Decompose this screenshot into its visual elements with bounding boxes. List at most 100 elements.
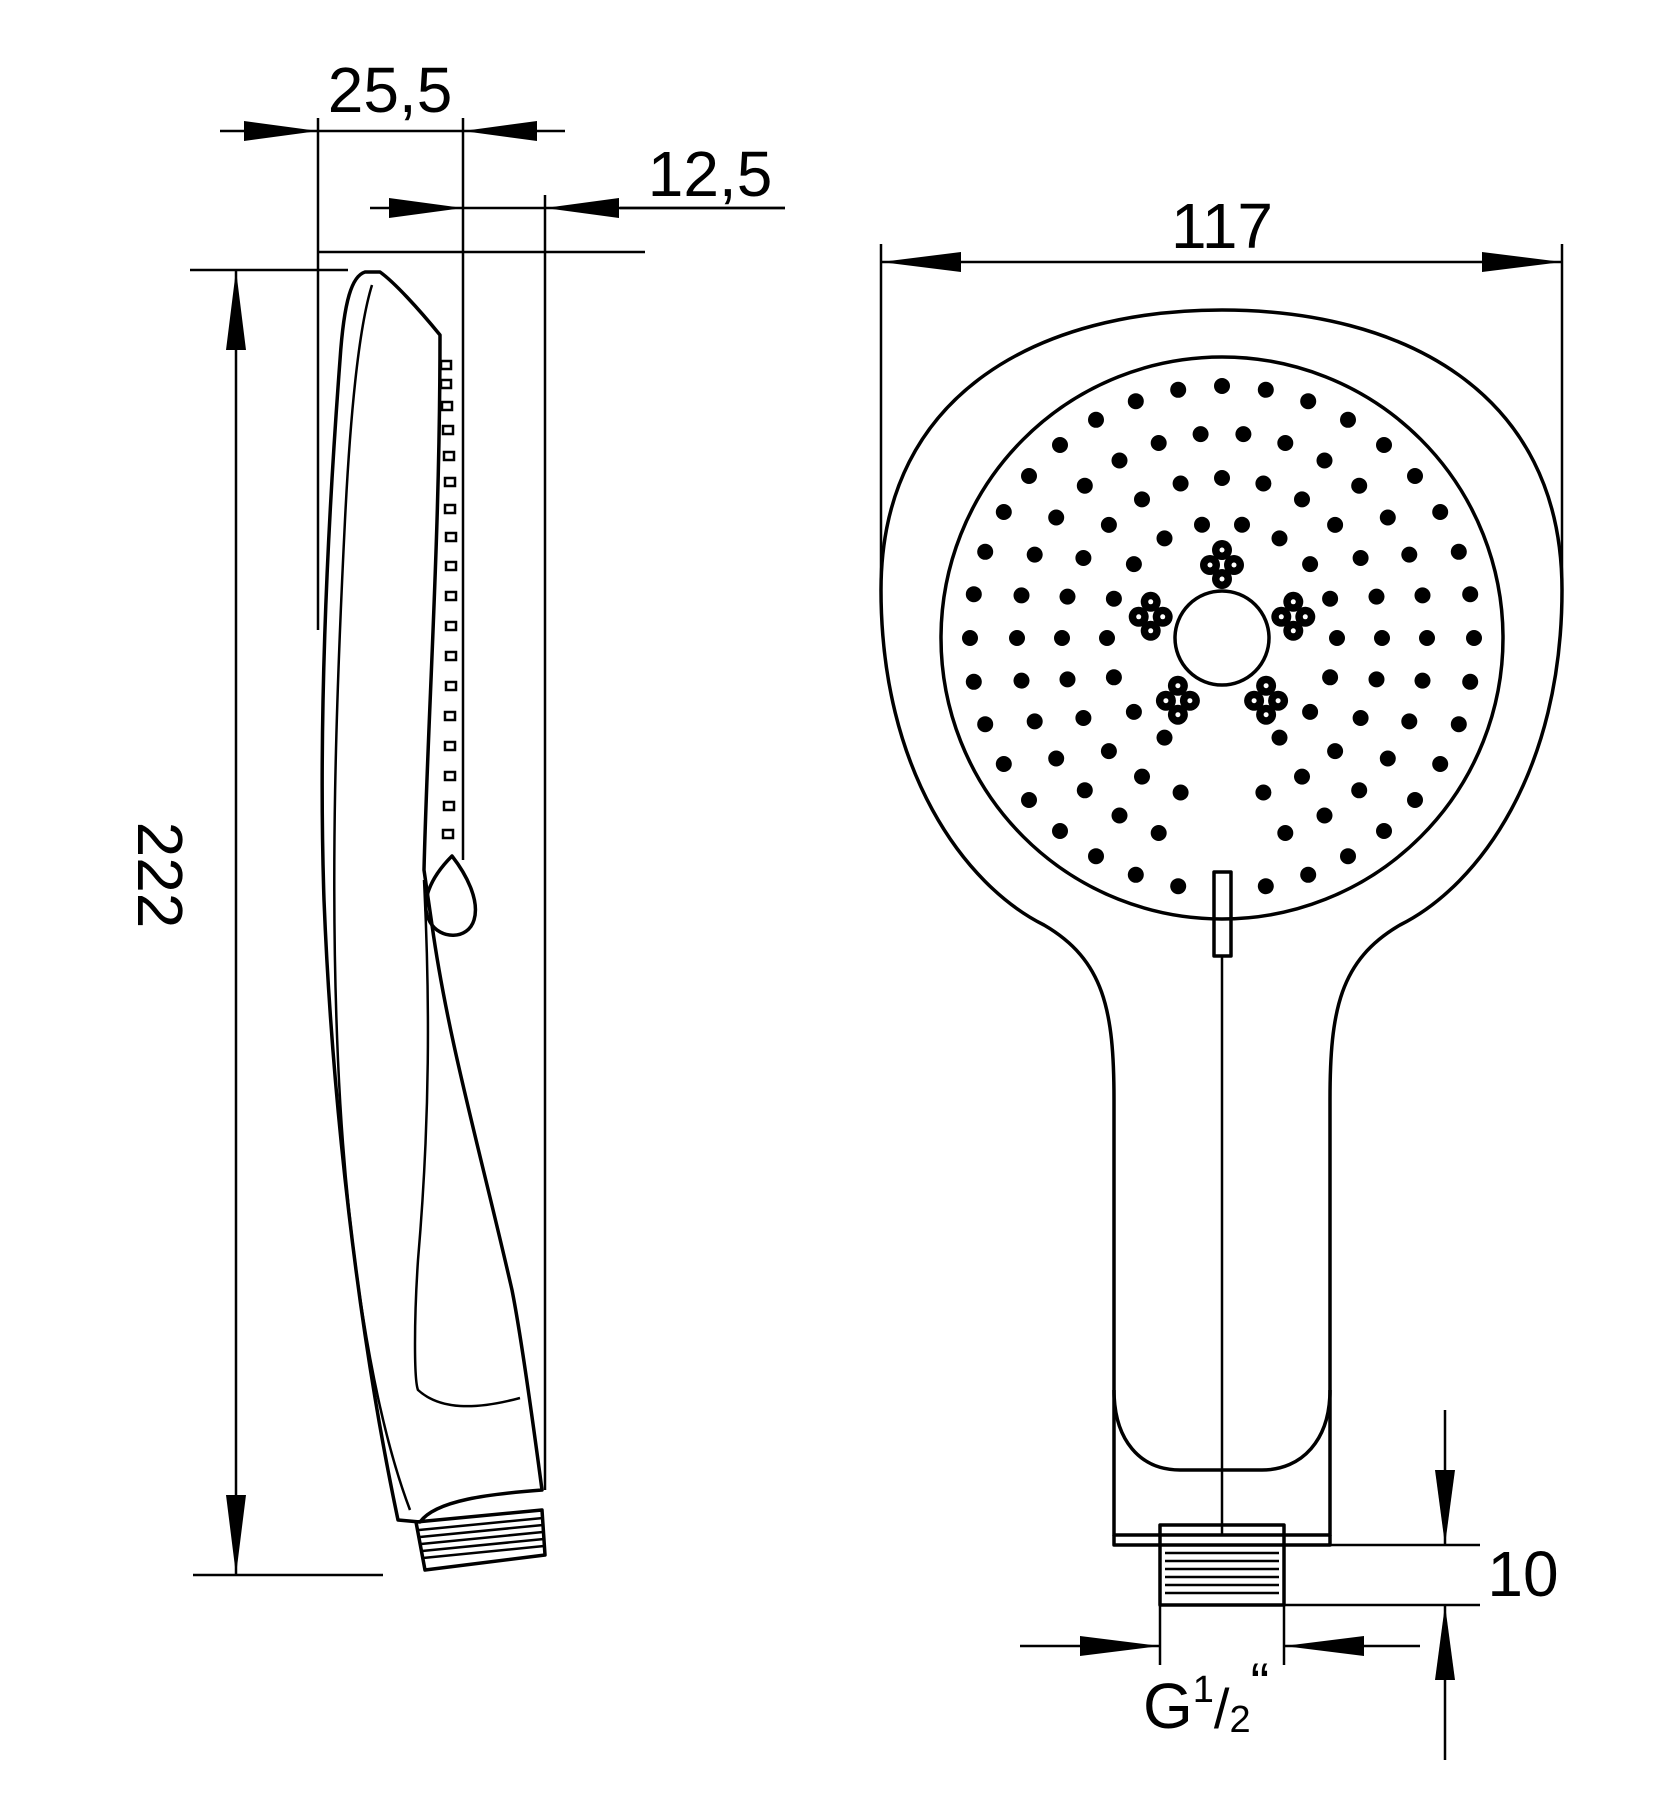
nozzle <box>1048 750 1065 767</box>
cluster-nozzle-centre <box>1263 683 1269 689</box>
nozzle <box>1013 587 1030 604</box>
nozzle <box>1300 866 1317 883</box>
dimension-thread-length-label: 10 <box>1487 1538 1558 1610</box>
nozzle <box>1156 729 1173 746</box>
cluster-nozzle-centre <box>1231 562 1237 568</box>
nozzle <box>1322 590 1339 607</box>
nozzle <box>1021 468 1037 484</box>
nozzle <box>1351 477 1368 494</box>
nozzle <box>1407 792 1423 808</box>
nozzle <box>1099 630 1115 646</box>
nozzle <box>1021 792 1037 808</box>
nozzle <box>1351 782 1368 799</box>
nozzle <box>1316 807 1333 824</box>
nozzle <box>1156 530 1173 547</box>
nozzle <box>1111 452 1128 469</box>
nozzle <box>995 756 1012 772</box>
nozzle <box>1379 509 1396 526</box>
nozzle <box>1026 713 1043 730</box>
nozzle <box>1257 381 1274 398</box>
nozzle <box>1432 756 1449 772</box>
nozzle <box>965 586 982 603</box>
nozzle <box>1271 729 1288 746</box>
nozzle <box>1127 393 1144 410</box>
nozzle <box>995 504 1012 520</box>
nozzle <box>977 543 994 560</box>
front-thread <box>1112 1523 1332 1607</box>
cluster-nozzle-centre <box>1175 712 1181 718</box>
cluster-nozzle-centre <box>1251 698 1257 704</box>
nozzle <box>1105 590 1122 607</box>
side-button-drop <box>424 854 478 937</box>
cluster-nozzle-centre <box>1263 712 1269 718</box>
side-grip-curve <box>413 879 521 1408</box>
nozzle <box>1462 586 1479 603</box>
nozzle <box>1052 823 1068 839</box>
handle-inner-contour <box>1112 1389 1332 1472</box>
dimension-height-label: 222 <box>124 822 196 929</box>
nozzle <box>1134 491 1150 508</box>
side-body-inner-contour <box>333 284 412 1511</box>
nozzle <box>1401 713 1418 730</box>
nozzle <box>1054 630 1070 646</box>
nozzle <box>1329 630 1345 646</box>
cluster-nozzle-centre <box>1187 698 1193 704</box>
cluster-nozzle-centre <box>1278 614 1284 620</box>
nozzle-pattern <box>962 378 1482 895</box>
nozzle <box>1294 768 1310 785</box>
nozzle <box>1466 630 1482 646</box>
nozzle <box>1100 516 1117 533</box>
dimension-width-front-label: 12,5 <box>648 138 773 210</box>
dimension-thread-length: 10 <box>1284 1410 1559 1760</box>
dimension-thread-size-label: G1/2“ <box>1143 1651 1269 1742</box>
nozzle <box>1111 807 1128 824</box>
nozzle <box>1294 491 1310 508</box>
cluster-nozzle-centre <box>1219 576 1225 582</box>
cluster-nozzle-centre <box>1302 614 1308 620</box>
nozzle <box>1340 411 1356 428</box>
nozzle <box>1026 546 1043 563</box>
nozzle <box>1192 426 1209 443</box>
nozzle <box>1075 710 1092 726</box>
nozzle <box>1450 543 1467 560</box>
nozzle <box>1076 782 1093 799</box>
nozzle <box>1125 703 1142 720</box>
nozzle <box>1376 823 1392 839</box>
nozzle <box>1150 825 1167 841</box>
dimension-head-width-label: 117 <box>1171 190 1273 262</box>
nozzle <box>977 716 994 733</box>
nozzle <box>1368 671 1385 688</box>
nozzle <box>1376 437 1392 453</box>
thread-slash: / <box>1214 1677 1230 1740</box>
nozzle <box>1255 475 1272 492</box>
nozzle <box>1214 378 1230 394</box>
thread-num: 1 <box>1193 1669 1214 1711</box>
cluster-nozzle-centre <box>1275 698 1281 704</box>
nozzle <box>1059 671 1076 688</box>
nozzle <box>1172 784 1189 801</box>
nozzle <box>1170 878 1187 895</box>
cluster-nozzle-centre <box>1290 599 1296 605</box>
nozzle <box>1127 866 1144 883</box>
dimension-head-width: 117 <box>881 190 1562 272</box>
nozzle <box>1075 550 1092 566</box>
nozzle <box>1105 669 1122 686</box>
nozzle <box>1271 530 1288 547</box>
nozzle <box>1048 509 1065 526</box>
cluster-nozzle-centre <box>1163 698 1169 704</box>
nozzle <box>1150 435 1167 451</box>
nozzle <box>1009 630 1025 646</box>
dimension-width-front: 12,5 <box>370 138 785 218</box>
cluster-nozzle-centre <box>1160 614 1166 620</box>
front-view: 117 <box>879 190 1564 1760</box>
dimension-width-total: 25,5 <box>220 54 565 141</box>
nozzle <box>965 673 982 690</box>
nozzle <box>1352 710 1369 726</box>
nozzle <box>1257 878 1274 895</box>
cluster-nozzle-centre <box>1290 628 1296 634</box>
nozzle <box>1234 516 1250 533</box>
nozzle <box>1255 784 1272 801</box>
thread-mark: “ <box>1251 1651 1270 1714</box>
nozzle <box>1235 426 1252 443</box>
